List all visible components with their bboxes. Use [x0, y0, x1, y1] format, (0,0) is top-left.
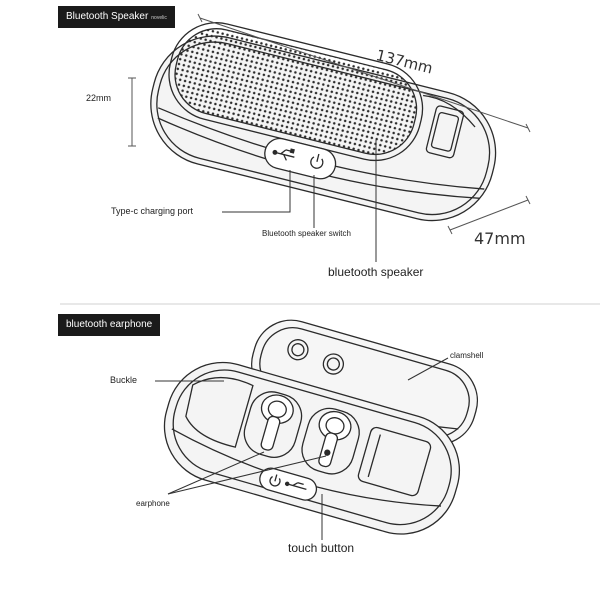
power-icon-case [269, 474, 281, 487]
earphone-case-drawing [163, 319, 479, 535]
section-title-earphone: bluetooth earphone [66, 319, 153, 330]
label-speaker-switch: Bluetooth speaker switch [262, 229, 351, 238]
label-bluetooth-speaker: bluetooth speaker [328, 265, 424, 279]
usb-icon [272, 148, 295, 161]
dimension-lines-top [128, 13, 531, 235]
power-icon [310, 153, 324, 169]
label-buckle: Buckle [110, 375, 138, 385]
control-panel [264, 137, 337, 180]
earbud-right [318, 410, 352, 468]
section-tag-earphone: bluetooth earphone [58, 314, 161, 336]
label-clamshell: clamshell [450, 351, 484, 360]
label-earphone: earphone [136, 499, 170, 508]
label-touch-button: touch button [288, 541, 355, 555]
leader-lines-top [222, 140, 377, 262]
speaker-drawing [150, 22, 497, 222]
dimension-width: 47mm [474, 229, 526, 248]
section-title-suffix: novelic [151, 15, 167, 21]
case-base [163, 361, 461, 535]
usb-icon-case [284, 481, 307, 490]
section-title-speaker: Bluetooth Speaker [66, 11, 149, 22]
dimension-height: 22mm [86, 93, 112, 103]
leader-lines-bottom [155, 357, 449, 540]
earbud-left [260, 394, 294, 451]
label-typec-port: Type-c charging port [111, 206, 194, 216]
